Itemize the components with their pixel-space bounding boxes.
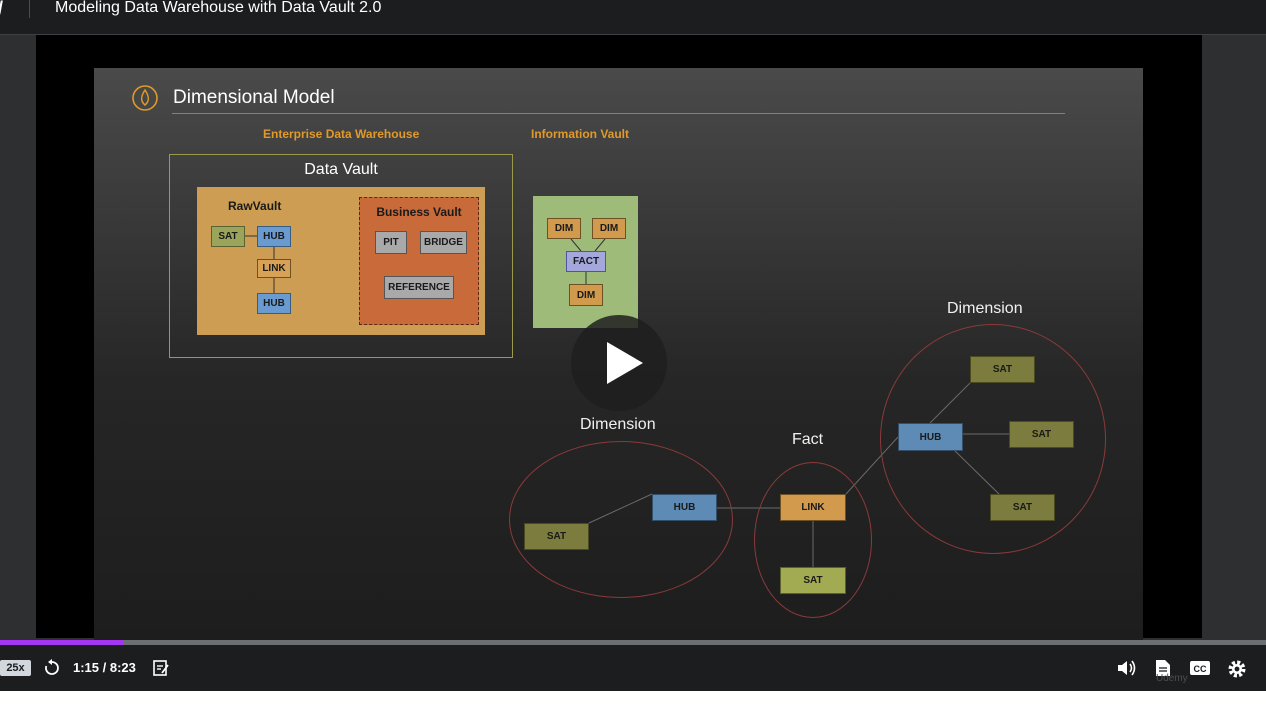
svg-text:CC: CC xyxy=(1194,664,1207,674)
dimension-right-title: Dimension xyxy=(947,300,1023,317)
add-note-icon[interactable] xyxy=(152,659,170,677)
udemy-watermark: Udemy xyxy=(1156,673,1188,684)
fact-title: Fact xyxy=(792,431,824,448)
business-vault-label: Business Vault xyxy=(376,205,462,219)
reference-node: REFERENCE xyxy=(384,276,454,299)
dim-right-sat-node-3: SAT xyxy=(990,494,1055,521)
control-bar: 25x 1:15 / 8:23 CC Udemy xyxy=(0,645,1266,691)
fact-link-node: LINK xyxy=(780,494,846,521)
bridge-node: BRIDGE xyxy=(420,231,467,254)
info-dim-node-1: DIM xyxy=(547,218,581,239)
raw-sat-node: SAT xyxy=(211,226,245,247)
dim-left-sat-node: SAT xyxy=(524,523,589,550)
data-vault-title: Data Vault xyxy=(304,161,378,178)
raw-vault-connectors xyxy=(245,235,275,293)
captions-icon[interactable]: CC xyxy=(1189,659,1211,677)
info-dim-node-3: DIM xyxy=(569,284,603,306)
dimension-right-ellipse xyxy=(880,324,1106,554)
slide-logo-icon xyxy=(132,85,158,111)
play-icon xyxy=(607,342,643,384)
header-divider xyxy=(29,0,30,18)
progress-bar[interactable] xyxy=(0,640,1266,645)
pit-node: PIT xyxy=(375,231,407,254)
progress-fill xyxy=(0,640,123,645)
rewind-icon[interactable] xyxy=(43,659,61,677)
raw-link-node: LINK xyxy=(257,259,291,278)
dimension-left-ellipse xyxy=(509,441,733,598)
dimension-left-title: Dimension xyxy=(580,416,656,433)
course-header: / Modeling Data Warehouse with Data Vaul… xyxy=(0,0,1266,35)
fact-ellipse xyxy=(754,462,872,618)
information-vault-box: DIM DIM FACT DIM xyxy=(533,196,638,328)
dim-right-sat-node-2: SAT xyxy=(1009,421,1074,448)
data-vault-frame: Data Vault xyxy=(169,154,513,358)
raw-hub-node-2: HUB xyxy=(257,293,291,314)
enterprise-dw-label: Enterprise Data Warehouse xyxy=(263,127,420,141)
course-title[interactable]: Modeling Data Warehouse with Data Vault … xyxy=(55,0,382,16)
lecture-slide: Dimensional Model Enterprise Data Wareho… xyxy=(94,68,1143,640)
dim-right-hub-node: HUB xyxy=(898,423,963,451)
title-rule xyxy=(172,113,1065,114)
udemy-logo-icon[interactable]: / xyxy=(0,0,3,19)
information-vault-label: Information Vault xyxy=(531,127,630,141)
info-fact-node: FACT xyxy=(566,251,606,272)
play-button[interactable] xyxy=(571,315,667,411)
volume-icon[interactable] xyxy=(1117,659,1137,677)
settings-gear-icon[interactable] xyxy=(1227,659,1247,679)
raw-vault-label: RawVault xyxy=(228,199,282,213)
transcript-icon[interactable] xyxy=(1155,659,1171,677)
info-dim-node-2: DIM xyxy=(592,218,626,239)
time-display: 1:15 / 8:23 xyxy=(73,660,136,675)
playback-speed-button[interactable]: 25x xyxy=(0,660,31,676)
dim-left-hub-node: HUB xyxy=(652,494,717,521)
info-vault-connectors xyxy=(570,238,606,284)
fact-sat-node: SAT xyxy=(780,567,846,594)
business-vault-box: Business Vault PIT BRIDGE REFERENCE xyxy=(359,197,479,325)
dim-right-sat-node-1: SAT xyxy=(970,356,1035,383)
slide-title: Dimensional Model xyxy=(173,87,335,108)
raw-hub-node: HUB xyxy=(257,226,291,247)
